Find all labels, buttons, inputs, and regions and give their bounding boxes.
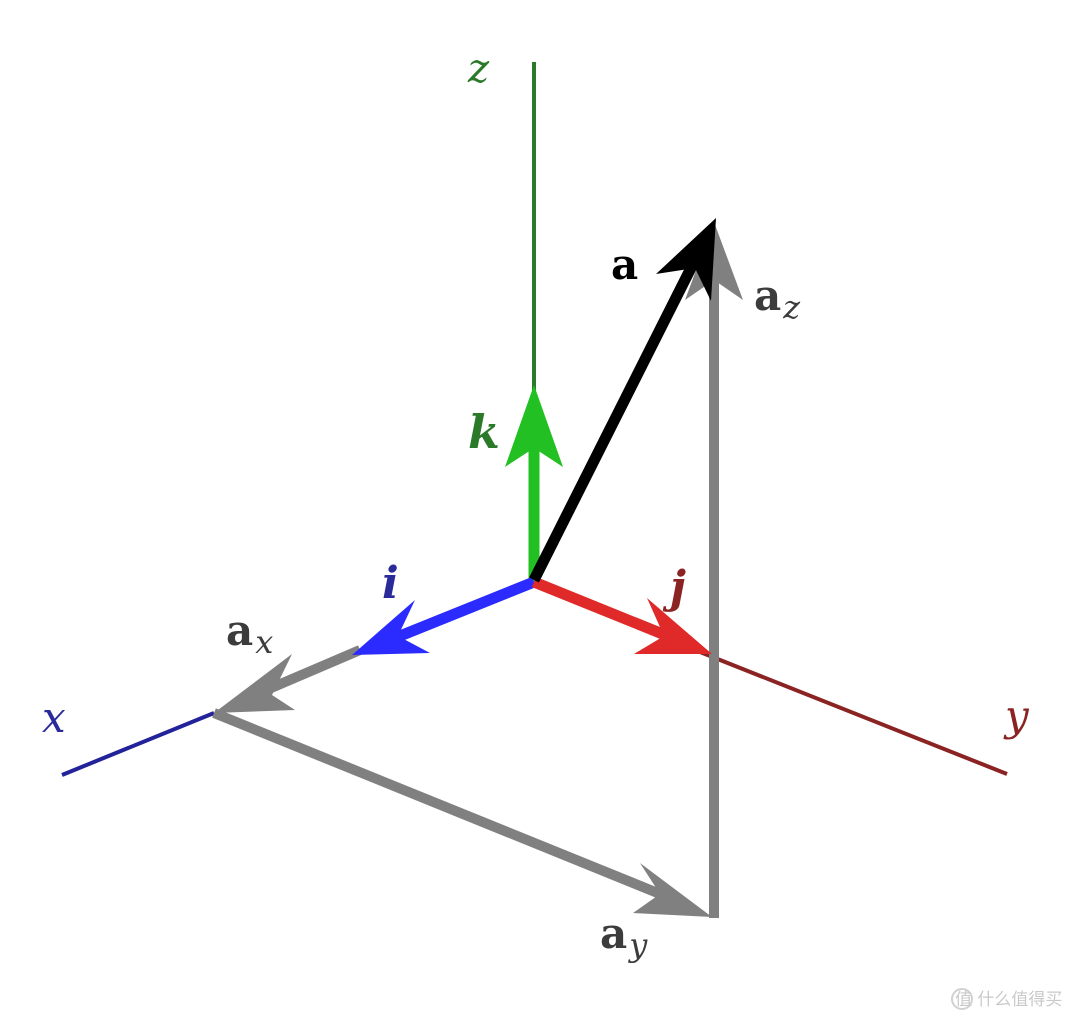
- z-axis-label: z: [467, 46, 490, 92]
- x-axis: [61, 711, 215, 777]
- component-az-label: az: [754, 271, 801, 326]
- component-ay-arrow: [212, 708, 712, 917]
- component-ax-arrow: [214, 645, 362, 713]
- component-ay-label: ay: [600, 909, 648, 964]
- unit-vector-i-label: i: [382, 558, 399, 609]
- y-axis-label: y: [1003, 691, 1030, 740]
- x-axis-label: x: [42, 693, 66, 742]
- component-ax-sub: x: [255, 623, 273, 661]
- y-axis: [699, 650, 1008, 776]
- zhi-logo-icon: [951, 988, 973, 1010]
- component-ay-base: a: [600, 909, 627, 958]
- unit-vector-i-arrow: [352, 576, 537, 655]
- component-ax-base: a: [226, 606, 253, 655]
- unit-vector-j-arrow: [531, 576, 712, 654]
- watermark-text: 值 什么值得买: [955, 990, 1062, 1010]
- vector-a-label: a: [611, 240, 638, 289]
- unit-vector-k-arrow: [505, 385, 563, 582]
- component-ax-label: ax: [226, 606, 273, 661]
- watermark: 值 什么值得买: [951, 988, 1062, 1010]
- component-ay-sub: y: [627, 926, 648, 964]
- component-az-base: a: [754, 271, 781, 320]
- vector-a-arrow: [529, 218, 716, 583]
- component-az-sub: z: [782, 288, 801, 326]
- component-az-arrow: [685, 222, 743, 918]
- unit-vector-k-label: k: [468, 405, 500, 459]
- unit-vector-j-label: j: [662, 562, 686, 613]
